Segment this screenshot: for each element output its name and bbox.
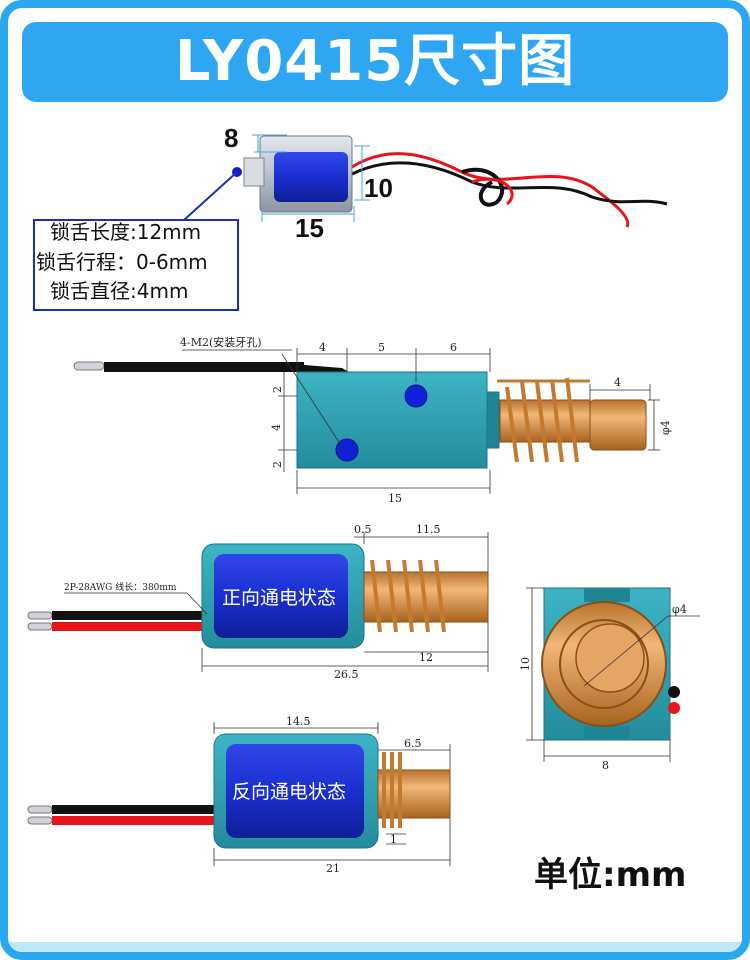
reverse-dim-gap: 1 (390, 833, 397, 846)
photo-dim-length: 15 (295, 213, 324, 243)
forward-dim-plunger: 12 (419, 651, 433, 664)
title-banner: LY0415尺寸图 (22, 22, 728, 102)
photo-dim-height: 8 (224, 123, 238, 153)
reverse-view: 反向通电状态 (27, 733, 451, 849)
end-dim-height: 10 (519, 657, 532, 671)
forward-view: 正向通电状态 (27, 543, 489, 649)
spec-callout: 锁舌长度:12mm 锁舌行程：0-6mm 锁舌直径:4mm (33, 171, 239, 311)
wire-label: 2P-28AWG 线长：380mm (64, 581, 177, 593)
reverse-dim-total: 21 (326, 862, 340, 875)
product-photo (232, 135, 668, 228)
forward-state-label: 正向通电状态 (222, 587, 336, 609)
top-dim-1: 4 (319, 341, 326, 354)
end-view-dimensions: φ4 10 8 (519, 587, 700, 772)
left-dim-1: 2 (271, 386, 284, 393)
end-dim-dia: φ4 (672, 603, 687, 616)
plunger-dia-dim: φ4 (659, 420, 672, 435)
left-dim-2: 4 (270, 424, 283, 431)
top-dim-3: 6 (450, 341, 457, 354)
spec-tongue-stroke: 锁舌行程：0-6mm (36, 250, 208, 274)
forward-view-dimensions: 2P-28AWG 线长：380mm 0.5 11.5 12 26.5 (64, 523, 489, 681)
top-view (73, 361, 647, 469)
photo-dimensions: 8 10 15 (224, 123, 393, 243)
reverse-state-label: 反向通电状态 (232, 781, 346, 803)
top-view-dimensions: 4-M2(安装牙孔) 4 5 6 2 4 2 15 4 φ4 (180, 335, 672, 505)
hole-label: 4-M2(安装牙孔) (180, 335, 262, 349)
photo-dim-width: 10 (364, 173, 393, 203)
top-dim-2: 5 (378, 341, 385, 354)
forward-dim-gap: 0.5 (354, 523, 372, 536)
plunger-len-dim: 4 (614, 376, 621, 389)
spec-tongue-diameter: 锁舌直径:4mm (50, 279, 188, 303)
end-view (541, 587, 680, 741)
page-title: LY0415尺寸图 (174, 29, 576, 94)
top-dim-total: 15 (388, 492, 402, 505)
reverse-dim-plunger: 6.5 (404, 737, 422, 750)
left-dim-3: 2 (271, 461, 284, 468)
unit-label: 单位:mm (534, 855, 687, 895)
forward-dim-total: 26.5 (334, 668, 359, 681)
bottom-strip (8, 942, 742, 952)
end-dim-width: 8 (602, 759, 609, 772)
forward-dim-top: 11.5 (416, 523, 441, 536)
spec-tongue-length: 锁舌长度:12mm (50, 220, 201, 244)
reverse-dim-body: 14.5 (286, 715, 311, 728)
reverse-view-dimensions: 14.5 6.5 1 21 (213, 715, 451, 875)
